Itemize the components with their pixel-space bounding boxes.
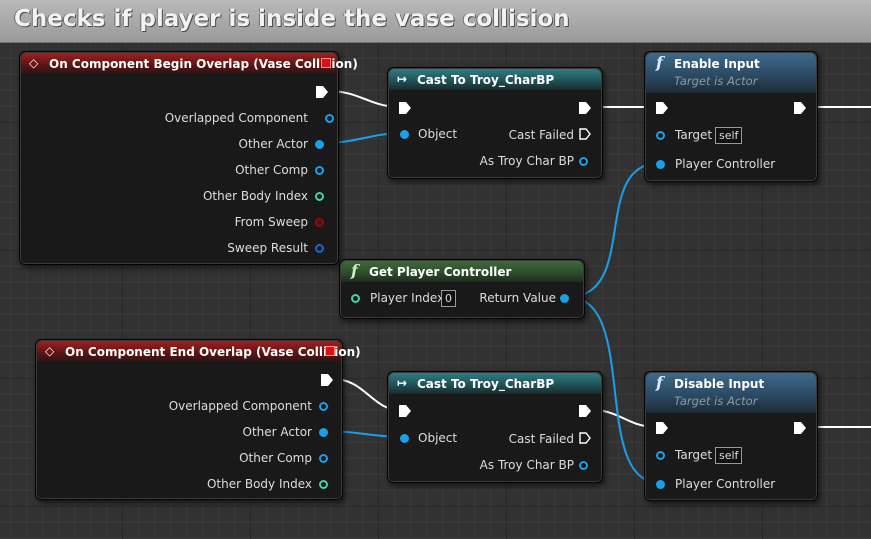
enable-input-title: Enable Input (674, 57, 760, 71)
pin-target[interactable] (656, 451, 665, 460)
end-overlap-header[interactable]: ◇ On Component End Overlap (Vase Collisi… (37, 341, 361, 362)
end-overlap-event-node[interactable]: ◇ On Component End Overlap (Vase Collisi… (35, 339, 361, 500)
exec-out-pin[interactable] (579, 405, 591, 417)
comment-title-bar[interactable]: Checks if player is inside the vase coll… (0, 0, 871, 43)
pin-label-as-troy-char-bp: As Troy Char BP (479, 458, 574, 472)
get-player-controller-header[interactable]: f Get Player Controller (341, 261, 583, 282)
pin-label-overlapped-component: Overlapped Component (164, 111, 308, 125)
cast-bottom-title: Cast To Troy_CharBP (417, 377, 555, 391)
exec-in-pin[interactable] (656, 102, 668, 114)
pin-label-other-body-index: Other Body Index (202, 189, 308, 203)
function-f-icon: f (656, 373, 663, 392)
pin-label-other-actor: Other Actor (242, 425, 312, 439)
pin-other-body-index[interactable] (319, 480, 328, 489)
target-default-self[interactable]: self (715, 127, 743, 144)
pin-label-cast-failed: Cast Failed (508, 432, 574, 446)
pin-return-value[interactable] (560, 294, 569, 303)
pin-label-cast-failed: Cast Failed (508, 128, 574, 142)
function-f-icon: f (656, 53, 663, 72)
get-player-controller-node[interactable]: f Get Player Controller Player Index 0 R… (339, 259, 585, 319)
pin-other-comp[interactable] (319, 454, 328, 463)
event-diamond-icon: ◇ (29, 56, 39, 70)
end-overlap-title: On Component End Overlap (Vase Collision… (65, 345, 361, 359)
pin-object[interactable] (400, 130, 409, 139)
get-player-controller-title: Get Player Controller (369, 265, 512, 279)
pin-other-body-index[interactable] (315, 192, 324, 201)
exec-out-pin[interactable] (794, 102, 806, 114)
pin-label-object: Object (418, 127, 458, 141)
enable-input-node[interactable]: f Enable Input Target is Actor Target se… (644, 51, 818, 182)
pin-label-sweep-result: Sweep Result (227, 241, 308, 255)
enable-input-header[interactable]: f Enable Input Target is Actor (646, 53, 816, 93)
delegate-pin-icon[interactable] (325, 346, 335, 356)
exec-in-pin[interactable] (399, 102, 411, 114)
event-diamond-icon: ◇ (45, 344, 55, 358)
pin-label-player-controller: Player Controller (675, 477, 776, 491)
pin-target[interactable] (656, 131, 665, 140)
delegate-pin-icon[interactable] (321, 58, 331, 68)
pin-label-player-index: Player Index (370, 291, 445, 305)
pin-label-other-body-index: Other Body Index (206, 477, 312, 491)
function-f-icon: f (351, 261, 358, 280)
exec-out-pin[interactable] (794, 422, 806, 434)
pin-overlapped-component[interactable] (319, 402, 328, 411)
cast-top-header[interactable]: ↦ Cast To Troy_CharBP (389, 69, 601, 90)
pin-other-comp[interactable] (315, 166, 324, 175)
pin-label-player-controller: Player Controller (675, 157, 776, 171)
cast-arrow-icon: ↦ (397, 72, 408, 86)
comment-title: Checks if player is inside the vase coll… (14, 6, 570, 32)
disable-input-subtitle: Target is Actor (674, 394, 758, 408)
pin-label-target: Target (675, 128, 713, 142)
exec-out-pin[interactable] (321, 374, 333, 386)
pin-label-from-sweep: From Sweep (234, 215, 308, 229)
exec-out-pin[interactable] (316, 86, 328, 98)
disable-input-header[interactable]: f Disable Input Target is Actor (646, 373, 816, 413)
target-default-self[interactable]: self (715, 447, 743, 464)
player-index-value[interactable]: 0 (441, 290, 456, 307)
pin-overlapped-component[interactable] (325, 114, 334, 123)
enable-input-subtitle: Target is Actor (674, 74, 758, 88)
cast-top-title: Cast To Troy_CharBP (417, 73, 555, 87)
cast-to-troy-node-bottom[interactable]: ↦ Cast To Troy_CharBP Object Cast Failed… (387, 371, 603, 483)
pin-sweep-result[interactable] (315, 244, 324, 253)
pin-label-as-troy-char-bp: As Troy Char BP (479, 154, 574, 168)
pin-object[interactable] (400, 434, 409, 443)
begin-overlap-title: On Component Begin Overlap (Vase Collisi… (49, 57, 358, 71)
pin-label-return-value: Return Value (479, 291, 556, 305)
pin-label-other-actor: Other Actor (238, 137, 308, 151)
pin-label-other-comp: Other Comp (239, 451, 312, 465)
exec-in-pin[interactable] (399, 405, 411, 417)
begin-overlap-event-node[interactable]: ◇ On Component Begin Overlap (Vase Colli… (19, 51, 358, 265)
pin-as-troy-char-bp[interactable] (579, 157, 588, 166)
pin-label-other-comp: Other Comp (235, 163, 308, 177)
pin-from-sweep[interactable] (315, 218, 324, 227)
pin-label-object: Object (418, 431, 458, 445)
exec-out-pin[interactable] (579, 102, 591, 114)
pin-other-actor[interactable] (319, 428, 328, 437)
disable-input-node[interactable]: f Disable Input Target is Actor Target s… (644, 371, 818, 501)
pin-other-actor[interactable] (315, 140, 324, 149)
cast-to-troy-node-top[interactable]: ↦ Cast To Troy_CharBP Object Cast Failed… (387, 67, 603, 179)
disable-input-title: Disable Input (674, 377, 765, 391)
pin-as-troy-char-bp[interactable] (579, 461, 588, 470)
pin-player-controller[interactable] (656, 480, 665, 489)
cast-arrow-icon: ↦ (397, 376, 408, 390)
pin-label-overlapped-component: Overlapped Component (168, 399, 312, 413)
cast-failed-exec-pin[interactable] (579, 128, 591, 140)
cast-failed-exec-pin[interactable] (579, 432, 591, 444)
cast-bottom-header[interactable]: ↦ Cast To Troy_CharBP (389, 373, 601, 394)
begin-overlap-header[interactable]: ◇ On Component Begin Overlap (Vase Colli… (21, 53, 358, 74)
pin-player-controller[interactable] (656, 160, 665, 169)
pin-label-target: Target (675, 448, 713, 462)
pin-player-index[interactable] (351, 294, 360, 303)
exec-in-pin[interactable] (656, 422, 668, 434)
